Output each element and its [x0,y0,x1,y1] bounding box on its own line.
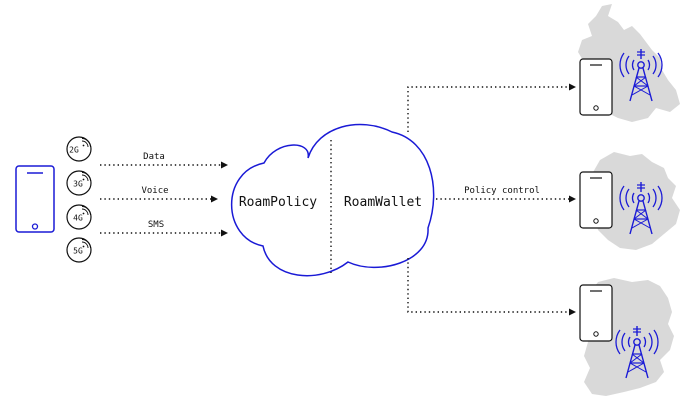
left-smartphone-icon [15,165,55,233]
region-bottom [579,278,674,396]
badge-3g-label: 3G [73,180,83,189]
network-badge-2g: 2G [66,136,92,162]
roamwallet-label: RoamWallet [344,195,422,210]
network-badge-4g: 4G [66,204,92,230]
network-badge-5g: 5G [66,237,92,263]
policy-control-label: Policy control [464,186,540,196]
data-flow-label: Data [143,152,165,162]
voice-flow-arrow [100,195,218,203]
network-badge-3g: 3G [66,170,92,196]
sms-flow-arrow [100,229,228,237]
policy-control-connector [436,195,576,203]
data-flow-arrow [100,161,228,169]
badge-2g-label: 2G [69,146,79,155]
top-region-connector [407,83,576,132]
voice-flow-label: Voice [141,186,168,196]
region-top [578,4,680,122]
sms-flow-label: SMS [148,220,164,230]
smartphone-icon [579,171,613,229]
cloud-shape [231,123,435,277]
roampolicy-label: RoamPolicy [239,195,317,210]
smartphone-icon [579,284,613,342]
region-middle [579,152,680,250]
bottom-region-connector [407,258,576,316]
badge-5g-label: 5G [73,247,83,256]
smartphone-icon [579,58,613,116]
badge-4g-label: 4G [73,214,83,223]
